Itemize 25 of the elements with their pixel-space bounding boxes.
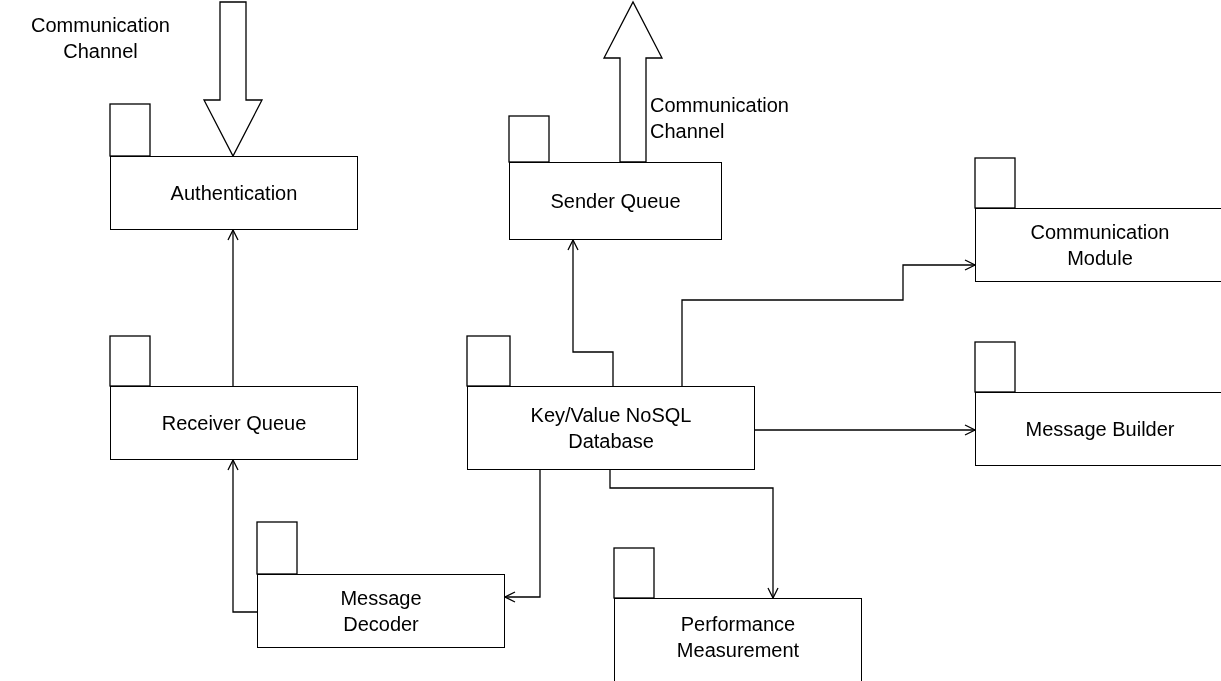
package-label: Communication Module — [1029, 220, 1171, 271]
package-box — [509, 162, 722, 240]
block-arrow — [202, 1, 264, 158]
package-label: Receiver Queue — [161, 411, 307, 436]
package-box — [467, 386, 755, 470]
block-arrow — [602, 0, 664, 163]
arrow — [227, 459, 258, 613]
package-box — [975, 208, 1221, 282]
package-label: Key/Value NoSQL Database — [529, 403, 693, 454]
package-label: Sender Queue — [550, 189, 681, 214]
package-box — [110, 386, 358, 460]
package-box — [257, 574, 505, 648]
package-label: Message Builder — [1025, 417, 1175, 442]
package-box — [975, 392, 1221, 466]
arrow — [504, 469, 541, 603]
arrow — [567, 239, 614, 387]
arrow — [227, 229, 239, 387]
package-label: Performance Measurement — [675, 612, 801, 663]
package-box — [614, 598, 862, 681]
package-label: Authentication — [170, 181, 298, 206]
package-box — [110, 156, 358, 230]
arrow — [609, 469, 779, 599]
arrow — [681, 259, 976, 387]
package-label: Message Decoder — [339, 586, 423, 637]
arrow — [754, 424, 976, 436]
